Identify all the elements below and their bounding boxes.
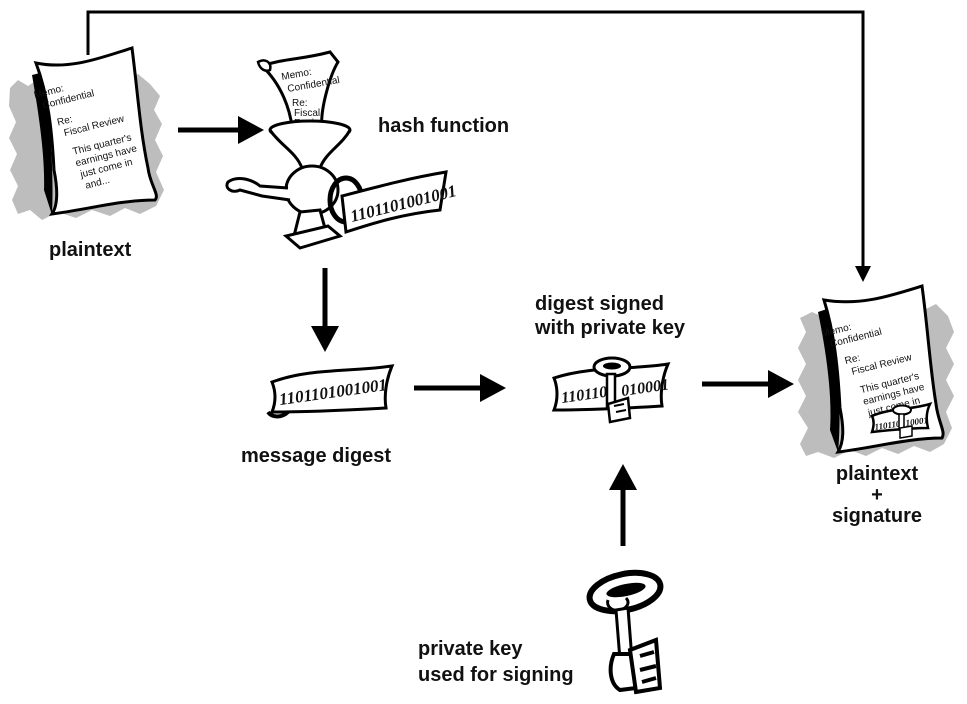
memo-line: Re: [844,353,862,367]
plaintext-signature-label-line: plaintext [835,463,919,485]
hopper-memo-line: Fiscal [294,108,320,119]
hash-function-grinder-icon: Memo: Confidential Re: Fiscal Review 110… [225,50,458,250]
hash-function-label: hash function [378,115,510,137]
bypass-connector [86,10,871,282]
message-digest-label: message digest [241,445,392,467]
signed-digest-icon: 110110 010001 [551,356,671,424]
hopper-memo-line: Memo: [281,67,313,83]
signed-bits-left: 110110 [560,384,608,407]
digest-signed-label-line: with private key [535,317,686,339]
arrow-key-to-signed [609,464,637,546]
plaintext-document-icon: Memo: Confidential Re: Fiscal Review Thi… [9,46,164,220]
hopper-memo-line: Re: [292,98,308,109]
plaintext-label: plaintext [49,239,132,261]
plaintext-signature-label-line: signature [831,505,923,527]
plaintext-signature-label: plaintext + signature [822,462,932,528]
arrow-hash-to-digest [311,268,339,352]
hopper-paper [259,50,340,129]
private-key-label-line: private key [418,638,523,660]
digest-signed-label-line: digest signed [535,293,664,315]
memo-line: Re: [56,114,74,128]
message-digest-ribbon-icon: 1101101001001 [266,364,395,419]
paper-sheet [33,46,158,216]
attached-signature-icon: 110110 10001 [870,401,933,439]
arrow-plaintext-to-hash [178,116,264,144]
plaintext-signature-label-line: + [871,484,883,506]
arrow-digest-to-signed [414,374,506,402]
private-key-label: private key used for signing [418,636,574,688]
signed-doc-bits-right: 10001 [905,415,929,428]
digest-signed-label: digest signed with private key [535,292,685,340]
signed-bits-right: 010001 [620,376,670,400]
arrow-signed-to-document [702,370,794,398]
private-key-icon [586,569,664,695]
bypass-arrowhead [855,266,871,282]
signed-document-icon: Memo: Confidential Re: Fiscal Review Thi… [798,284,954,458]
signed-doc-bits-left: 110110 [874,418,902,432]
private-key-label-line: used for signing [418,664,574,686]
